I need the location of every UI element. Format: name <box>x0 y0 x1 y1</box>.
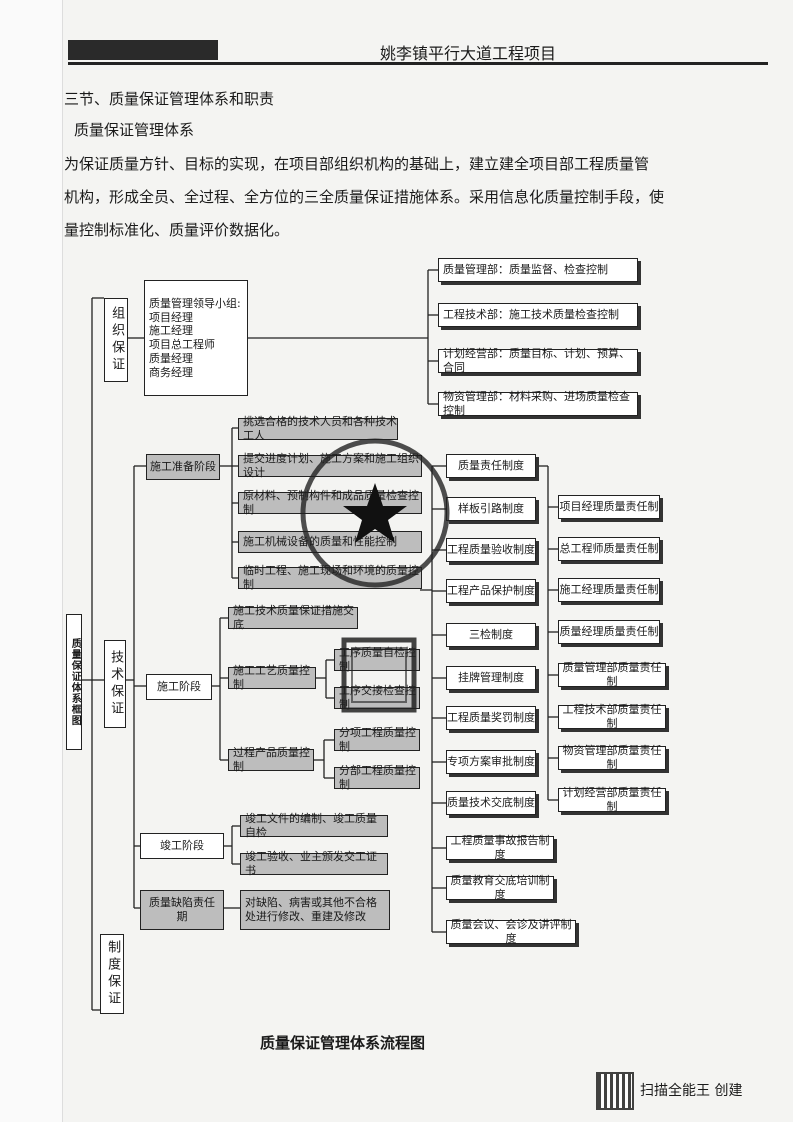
rule-box: 工程质量奖罚制度 <box>446 706 536 730</box>
rule-box: 质量责任制度 <box>446 454 536 478</box>
rule-box: 专项方案审批制度 <box>446 750 536 774</box>
prep-stage-box: 施工准备阶段 <box>146 454 220 480</box>
rule-box: 三检制度 <box>446 623 536 647</box>
product-sub-item: 分部工程质量控制 <box>334 764 420 791</box>
product-sub-item: 分项工程质量控制 <box>334 726 420 753</box>
rule-box: 工程质量验收制度 <box>446 538 536 562</box>
system-guarantee-box: 制度保证 <box>100 934 124 1014</box>
paragraph-line-2: 机构，形成全员、全过程、全方位的三全质量保证措施体系。采用信息化质量控制手段，使 <box>64 188 665 206</box>
paragraph-line-3: 量控制标准化、质量评价数据化。 <box>64 221 290 239</box>
rule-box: 工程质量事故报告制度 <box>446 834 554 861</box>
responsibility-box: 总工程师质量责任制 <box>558 537 660 561</box>
dept-box: 计划经营部：质量目标、计划、预算、合同 <box>438 347 638 374</box>
tech-guarantee-box: 技术保证 <box>104 640 126 728</box>
finish-item: 竣工文件的编制、竣工质量自检 <box>240 812 388 839</box>
responsibility-box: 项目经理质量责任制 <box>558 495 660 519</box>
responsibility-box: 施工经理质量责任制 <box>558 578 660 602</box>
responsibility-box: 质量经理质量责任制 <box>558 620 660 644</box>
dept-box: 质量管理部：质量监督、检查控制 <box>438 258 638 282</box>
subsection-heading: 质量保证管理体系 <box>74 121 195 139</box>
root-box: 质量保证体系框图 <box>66 614 82 750</box>
rule-box: 质量教育交底培训制度 <box>446 874 554 901</box>
header-band <box>68 40 218 60</box>
header-rule <box>68 38 768 65</box>
section-heading: 三节、质量保证管理体系和职责 <box>64 90 275 108</box>
responsibility-box: 物资管理部质量责任制 <box>558 744 666 771</box>
responsibility-box: 计划经营部质量责任制 <box>558 786 666 813</box>
figure-caption: 质量保证管理体系流程图 <box>260 1034 426 1052</box>
org-guarantee-box: 组织保证 <box>104 298 128 382</box>
page-margin <box>0 0 63 1122</box>
dept-box: 物资管理部：材料采购、进场质量检查控制 <box>438 390 638 417</box>
leadership-member: 项目经理 <box>149 310 193 324</box>
leadership-group-box: 质量管理领导小组: 项目经理 施工经理 项目总工程师 质量经理 商务经理 <box>144 280 248 396</box>
construct-stage-box: 施工阶段 <box>146 674 212 700</box>
rule-box: 质量技术交底制度 <box>446 791 536 815</box>
name-stamp <box>341 637 417 713</box>
leadership-member: 施工经理 <box>149 324 193 338</box>
defect-period-box: 质量缺陷责任期 <box>140 890 224 930</box>
defect-item: 对缺陷、病害或其他不合格处进行修改、重建及修改 <box>240 890 390 930</box>
craft-sub-item: 工序交接检查控制 <box>334 684 420 711</box>
company-seal <box>300 438 450 588</box>
construct-item: 过程产品质量控制 <box>228 746 314 773</box>
finish-item: 竣工验收、业主颁发交工证书 <box>240 850 388 877</box>
rule-box: 挂牌管理制度 <box>446 666 536 690</box>
header-title: 姚李镇平行大道工程项目 <box>380 44 557 63</box>
leadership-member: 商务经理 <box>149 365 193 379</box>
rule-box: 工程产品保护制度 <box>446 579 536 603</box>
qr-code-icon <box>596 1072 634 1110</box>
leadership-member: 质量经理 <box>149 351 193 365</box>
finish-stage-box: 竣工阶段 <box>140 833 224 859</box>
dept-box: 工程技术部：施工技术质量检查控制 <box>438 303 638 327</box>
rule-box: 样板引路制度 <box>446 497 536 521</box>
paragraph-line-1: 为保证质量方针、目标的实现，在项目部组织机构的基础上，建立建全项目部工程质量管 <box>64 155 650 173</box>
leadership-member: 项目总工程师 <box>149 338 215 351</box>
responsibility-box: 质量管理部质量责任制 <box>558 661 666 688</box>
construct-item: 施工技术质量保证措施交底 <box>228 604 358 631</box>
construct-item: 施工工艺质量控制 <box>228 664 316 691</box>
scanner-watermark: 扫描全能王 创建 <box>640 1083 743 1099</box>
prep-item: 挑选合格的技术人员和各种技术工人 <box>238 415 398 442</box>
responsibility-box: 工程技术部质量责任制 <box>558 703 666 730</box>
rule-box: 质量会议、会诊及讲评制度 <box>446 918 576 945</box>
leadership-title: 质量管理领导小组: <box>149 296 241 310</box>
prep-item: 施工机械设备的质量和性能控制 <box>238 531 422 553</box>
